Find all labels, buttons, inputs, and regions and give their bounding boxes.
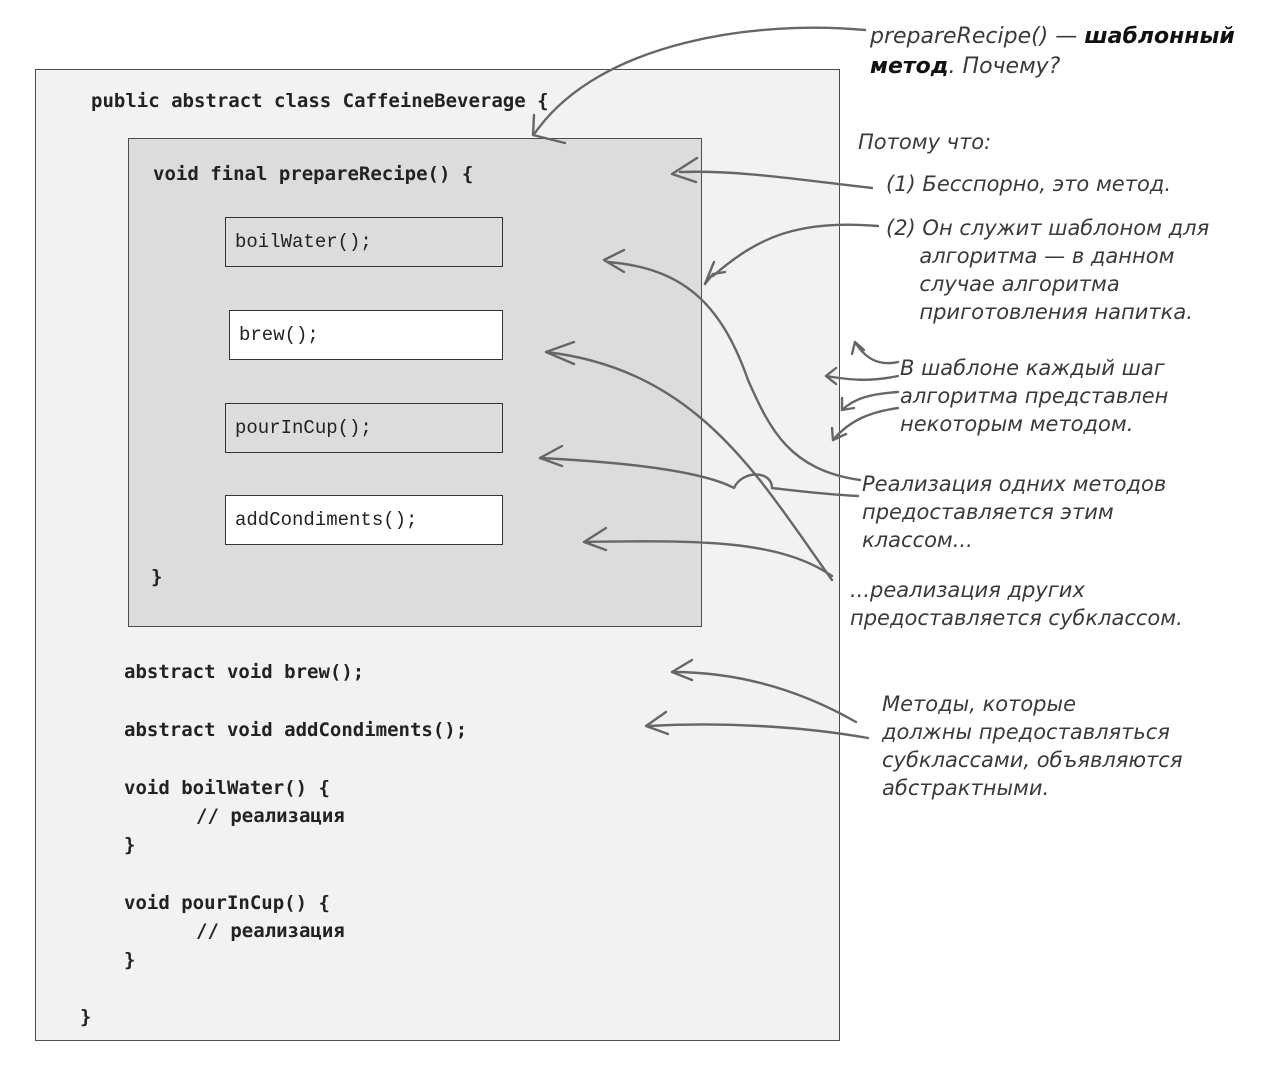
arrow-steps-4 <box>831 406 900 442</box>
template-method-bold1: шаблонный <box>1084 24 1235 49</box>
template-method-header: void final prepareRecipe() { <box>153 163 474 185</box>
steps-note: В шаблоне каждый шаг алгоритма представл… <box>900 356 1169 436</box>
template-method-note: prepareRecipe() — шаблонный метод. Почему… <box>870 22 1235 82</box>
arrow-steps-1 <box>853 340 900 365</box>
because-label: Потому что: <box>858 130 992 154</box>
reason-one: (1) Бесспорно, это метод. <box>886 172 1171 196</box>
pour-in-cup-method: void pourInCup() { <box>124 892 330 914</box>
arrowhead-this-class-pour <box>538 444 564 468</box>
arrowhead-this-class-boil <box>602 248 626 274</box>
class-close: } <box>80 1006 92 1028</box>
arrow-reason-two <box>711 223 880 278</box>
boil-water-method: void boilWater() { <box>124 777 330 799</box>
step-brew: brew(); <box>229 310 503 360</box>
step-add-condiments: addCondiments(); <box>225 495 503 545</box>
arrowhead-reason-one <box>670 156 699 184</box>
arrow-subclass-brew <box>544 350 834 582</box>
arrow-steps-2 <box>824 374 900 381</box>
abstract-note: Методы, которые должны предоставляться с… <box>882 692 1183 800</box>
arrow-this-class-pour <box>538 456 860 498</box>
arrow-abstract-brew <box>670 670 858 724</box>
arrowhead-abstract-brew <box>670 658 694 682</box>
arrowhead-subclass-condiments <box>582 526 608 552</box>
pour-in-cup-body: // реализация <box>196 920 345 942</box>
step-boil-water: boilWater(); <box>225 217 503 267</box>
template-method-prefix: prepareRecipe() — <box>870 24 1085 49</box>
arrowhead-reason-two <box>703 270 727 286</box>
arrow-reason-one <box>678 170 874 190</box>
this-class-note: Реализация одних методов предоставляется… <box>862 472 1167 552</box>
template-method-close: } <box>151 566 163 588</box>
abstract-add-condiments: abstract void addCondiments(); <box>124 719 468 741</box>
arrowhead-subclass-brew <box>544 340 576 366</box>
step-pour-in-cup: pourInCup(); <box>225 403 503 453</box>
arrow-subclass-condiments <box>582 540 834 578</box>
abstract-brew: abstract void brew(); <box>124 661 365 683</box>
arrow-this-class-boil <box>606 260 862 482</box>
arrowhead-abstract-condiments <box>644 710 670 736</box>
template-method-suffix: . Почему? <box>948 54 1061 79</box>
arrowhead-template-method <box>531 113 567 145</box>
boil-water-body: // реализация <box>196 805 345 827</box>
arrowhead-steps-4 <box>830 426 848 442</box>
arrow-template-method <box>533 26 867 135</box>
arrow-steps-3 <box>840 390 900 412</box>
arrowhead-steps-3 <box>840 396 856 412</box>
class-header: public abstract class CaffeineBeverage { <box>91 90 549 112</box>
pour-in-cup-close: } <box>124 949 136 971</box>
arrowhead-steps-2 <box>824 366 838 386</box>
template-method-bold2: метод <box>870 54 949 79</box>
reason-two: (2) Он служит шаблоном для алгоритма — в… <box>886 216 1210 324</box>
subclass-note: ...реализация других предоставляется суб… <box>850 578 1183 630</box>
arrow-abstract-condiments <box>646 723 870 740</box>
boil-water-close: } <box>124 834 136 856</box>
arrowhead-steps-1 <box>850 340 866 356</box>
